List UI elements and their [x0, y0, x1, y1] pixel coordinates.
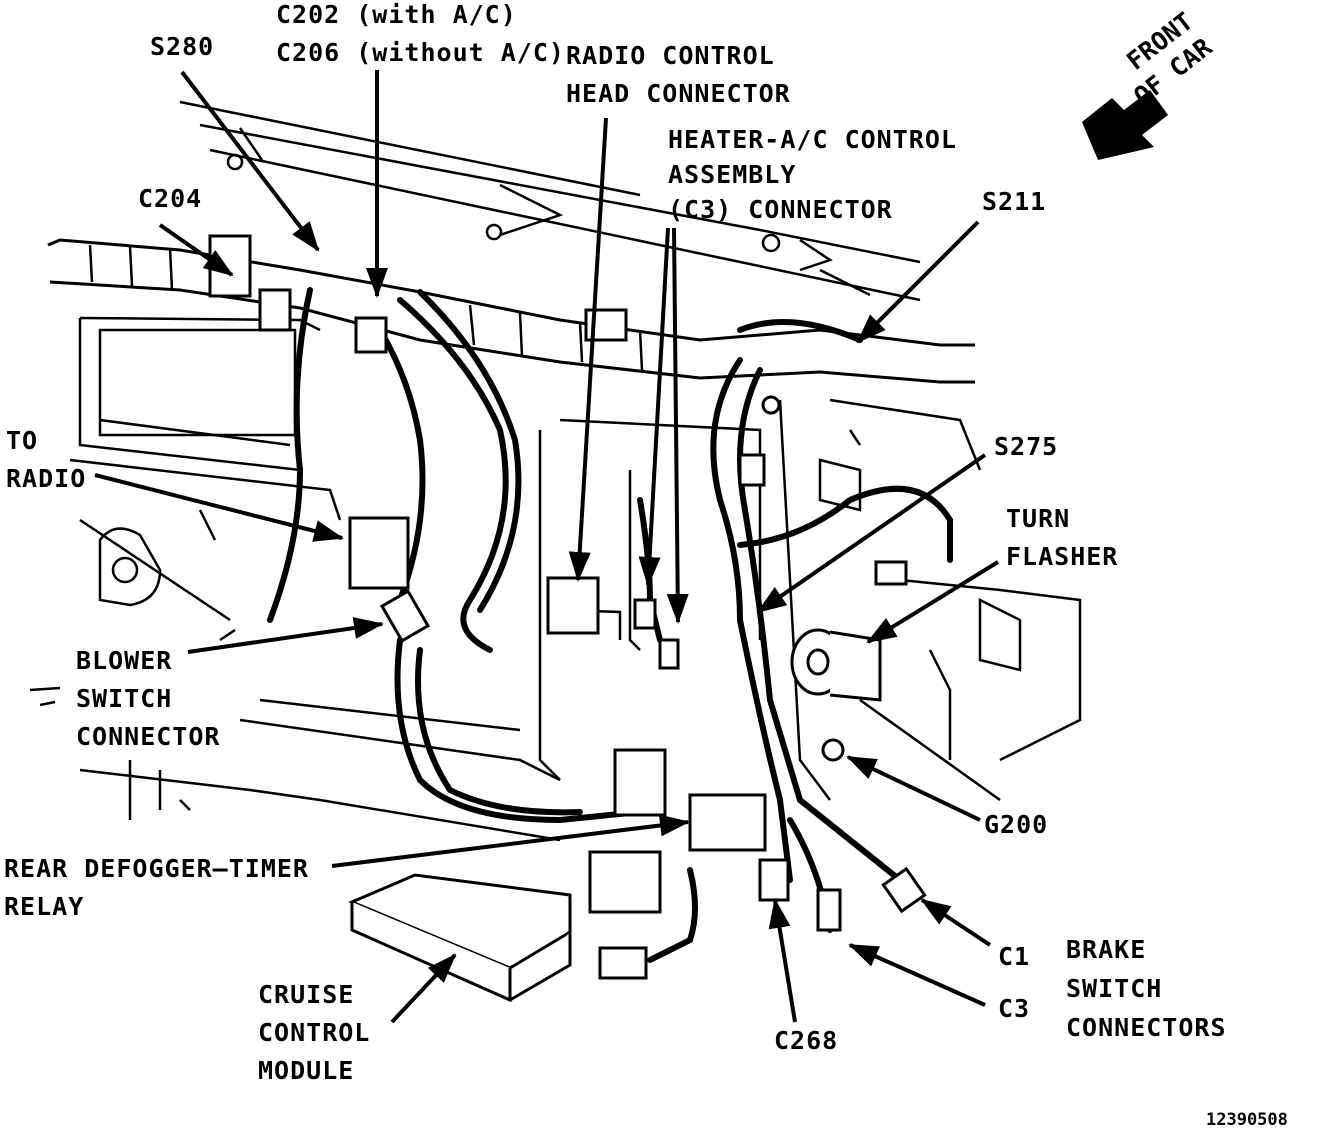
- label-c202-text: C202 (with A/C): [276, 0, 517, 29]
- leader-arrows: [95, 70, 998, 1022]
- label-c3: C3: [998, 990, 1030, 1028]
- label-c202-c206: C202 (with A/C) C206 (without A/C): [276, 0, 565, 72]
- arrow-to-radio: [95, 475, 344, 542]
- label-s280: S280: [150, 28, 214, 66]
- arrow-s280: [182, 72, 318, 252]
- arrow-rear-defogger: [332, 814, 690, 866]
- arrow-g200: [846, 757, 980, 820]
- label-rear-defogger-line2: RELAY: [4, 892, 85, 921]
- label-rear-defogger-timer-relay: REAR DEFOGGER–TIMER RELAY: [4, 850, 309, 926]
- label-heater-ac-control: HEATER-A/C CONTROL ASSEMBLY (C3) CONNECT…: [668, 122, 957, 227]
- arrow-radio-control: [568, 118, 606, 582]
- label-blower-switch-connector: BLOWER SWITCH CONNECTOR: [76, 642, 220, 756]
- label-heater-line2: ASSEMBLY: [668, 160, 797, 189]
- label-radio-control-line1: RADIO CONTROL: [566, 41, 775, 70]
- label-turn-flasher: TURN FLASHER: [1006, 500, 1118, 576]
- front-of-car-arrow: [1082, 90, 1168, 160]
- label-radio-control-head-connector: RADIO CONTROL HEAD CONNECTOR: [566, 37, 791, 113]
- arrow-turn-flasher: [866, 562, 998, 642]
- label-c204: C204: [138, 180, 202, 218]
- label-cruise-line1: CRUISE: [258, 980, 355, 1009]
- label-rear-defogger-line1: REAR DEFOGGER–TIMER: [4, 854, 309, 883]
- label-g200-text: G200: [984, 810, 1049, 839]
- label-c204-text: C204: [138, 184, 203, 213]
- label-turn-flasher-line2: FLASHER: [1006, 542, 1119, 571]
- label-brake-line1: BRAKE: [1066, 935, 1147, 964]
- label-cruise-line2: CONTROL: [258, 1018, 371, 1047]
- connectors-and-components: [210, 236, 925, 1000]
- label-s211-text: S211: [982, 187, 1047, 216]
- label-blower-line3: CONNECTOR: [76, 722, 221, 751]
- arrow-s275: [756, 455, 985, 612]
- label-to-radio-line2: RADIO: [6, 464, 87, 493]
- label-s275: S275: [994, 428, 1058, 466]
- label-c206-text: C206 (without A/C): [276, 38, 565, 67]
- dash-structure: [30, 102, 1080, 840]
- label-s280-text: S280: [150, 32, 215, 61]
- label-blower-line2: SWITCH: [76, 684, 173, 713]
- label-c1-text: C1: [998, 942, 1031, 971]
- arrow-c268: [768, 898, 795, 1022]
- label-s275-text: S275: [994, 432, 1059, 461]
- arrow-heater-2: [666, 228, 689, 624]
- arrow-c1: [920, 900, 990, 945]
- label-c268-text: C268: [774, 1026, 839, 1055]
- arrow-cruise: [392, 953, 455, 1022]
- label-to-radio-line1: TO: [6, 426, 39, 455]
- label-blower-line1: BLOWER: [76, 646, 173, 675]
- label-heater-line3: (C3) CONNECTOR: [668, 195, 893, 224]
- label-brake-line2: SWITCH: [1066, 974, 1163, 1003]
- label-s211: S211: [982, 183, 1046, 221]
- label-radio-control-line2: HEAD CONNECTOR: [566, 79, 791, 108]
- arrow-blower: [188, 617, 384, 652]
- label-heater-line1: HEATER-A/C CONTROL: [668, 125, 957, 154]
- arrow-c204: [160, 225, 234, 275]
- label-c3-text: C3: [998, 994, 1031, 1023]
- label-cruise-control-module: CRUISE CONTROL MODULE: [258, 976, 370, 1090]
- label-to-radio: TO RADIO: [6, 422, 86, 498]
- label-brake-switch-connectors: BRAKE SWITCH CONNECTORS: [1066, 930, 1227, 1047]
- figure-number: 12390508: [1206, 1110, 1288, 1130]
- label-turn-flasher-line1: TURN: [1006, 504, 1071, 533]
- label-g200: G200: [984, 806, 1048, 844]
- label-c268: C268: [774, 1022, 838, 1060]
- label-c1: C1: [998, 938, 1030, 976]
- arrow-s211: [856, 222, 978, 344]
- label-brake-line3: CONNECTORS: [1066, 1013, 1227, 1042]
- label-cruise-line3: MODULE: [258, 1056, 355, 1085]
- arrow-heater-1: [638, 228, 668, 587]
- wire-harness-bundles: [270, 290, 950, 960]
- arrow-c3: [848, 945, 985, 1005]
